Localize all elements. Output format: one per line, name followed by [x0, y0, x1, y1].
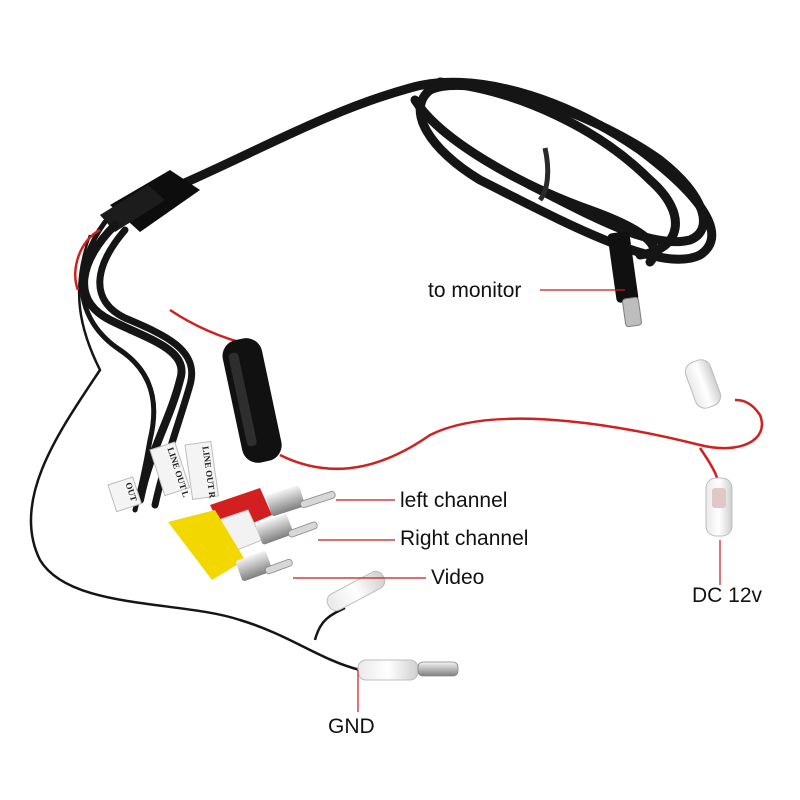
- dc-terminal-lower: [705, 477, 733, 537]
- label-left-channel: left channel: [400, 489, 508, 512]
- label-dc-12v: DC 12v: [692, 584, 763, 607]
- rca-plug-yellow: [168, 510, 293, 581]
- gnd-terminal-lower: [357, 659, 459, 681]
- cable-tie: [537, 147, 551, 202]
- coiled-main-cable: [175, 77, 717, 267]
- gnd-wire: [29, 234, 361, 672]
- leader-lines: [293, 289, 721, 712]
- fuse-holder: [222, 338, 282, 463]
- cable-tags: LINE OUT R LINE OUT L OUT: [107, 440, 219, 513]
- gnd-branch-wire: [313, 606, 346, 641]
- gnd-terminal-upper: [326, 570, 386, 612]
- label-gnd: GND: [328, 715, 375, 738]
- label-video: Video: [431, 566, 485, 589]
- rca-plug-red: [210, 485, 336, 535]
- dc-terminal-upper: [684, 359, 722, 409]
- label-to-monitor: to monitor: [428, 279, 522, 302]
- label-right-channel: Right channel: [400, 527, 529, 550]
- monitor-connector: [607, 231, 642, 328]
- splitter-block: [100, 170, 200, 232]
